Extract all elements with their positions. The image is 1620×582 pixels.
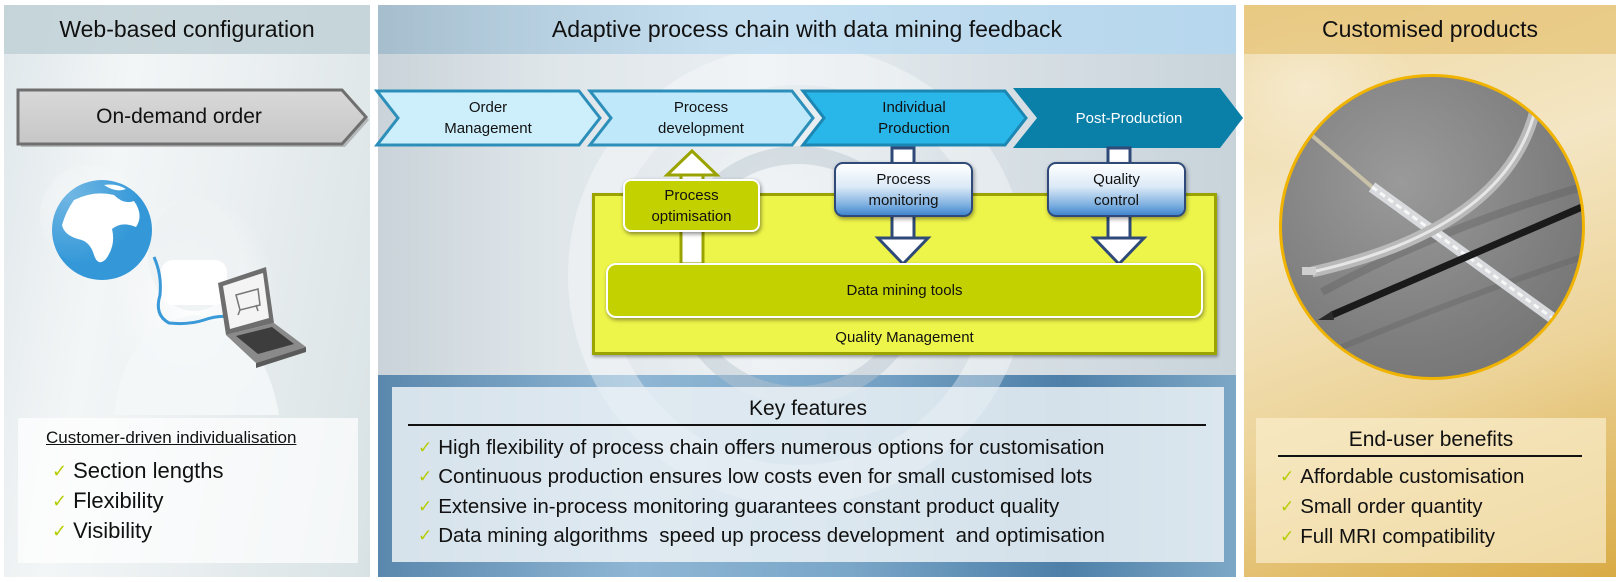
box-line1: Quality [1093, 170, 1140, 188]
box-line2: optimisation [651, 207, 732, 225]
list-item-text: Affordable customisation [1300, 465, 1525, 488]
web-config-title: Web-based configuration [4, 5, 370, 54]
key-features-list: ✓High flexibility of process chain offer… [418, 433, 1105, 551]
step-post-production: Post-Production [1013, 88, 1245, 148]
box-line1: Process [876, 170, 931, 188]
catheter-needle-image [1300, 100, 1582, 350]
key-features-title: Key features [749, 397, 867, 420]
title-underline [1278, 455, 1582, 457]
list-item-text: Small order quantity [1300, 495, 1483, 518]
list-item-text: Flexibility [73, 488, 164, 513]
process-monitoring-box: Process monitoring [834, 162, 973, 217]
process-chain-title: Adaptive process chain with data mining … [378, 5, 1236, 54]
chevron-shape [374, 89, 602, 147]
check-icon: ✓ [52, 460, 68, 481]
list-item: ✓Data mining algorithms speed up process… [418, 522, 1105, 552]
on-demand-order-arrow: On-demand order [14, 86, 374, 148]
box-line2: control [1093, 191, 1140, 209]
list-item: ✓High flexibility of process chain offer… [418, 433, 1105, 463]
step-line1: Process [673, 99, 729, 116]
list-item: ✓Continuous production ensures low costs… [418, 463, 1105, 493]
check-icon: ✓ [418, 467, 433, 487]
check-icon: ✓ [1280, 497, 1295, 516]
check-icon: ✓ [1280, 467, 1295, 486]
step-line1: Individual [882, 99, 946, 116]
step-line1: Post-Production [1075, 109, 1183, 127]
step-line2: Production [878, 120, 950, 137]
list-item-text: Continuous production ensures low costs … [438, 465, 1093, 489]
check-icon: ✓ [418, 526, 433, 546]
list-item: ✓ Small order quantity [1280, 492, 1524, 522]
chevron-shape [587, 89, 815, 147]
step-process-development: Process development [587, 88, 817, 148]
list-item-text: Visibility [73, 518, 153, 543]
step-line2: Management [444, 120, 532, 137]
check-icon: ✓ [418, 496, 433, 516]
key-features-box: Key features ✓High flexibility of proces… [392, 387, 1224, 562]
benefits-list: ✓ Affordable customisation ✓ Small order q… [1280, 462, 1524, 552]
individualisation-list: ✓Section lengths ✓Flexibility ✓Visibilit… [52, 456, 224, 546]
list-item: ✓Extensive in-process monitoring guarant… [418, 492, 1105, 522]
web-order-illustration [40, 165, 306, 415]
customised-products-title: Customised products [1244, 5, 1616, 54]
box-line2: monitoring [868, 191, 939, 209]
step-label: Post-Production [1037, 88, 1221, 148]
end-user-benefits-title: End-user benefits [1348, 428, 1514, 451]
title-underline [408, 424, 1206, 426]
list-item: ✓Section lengths [52, 456, 224, 486]
black-needle [1330, 203, 1582, 319]
step-line1: Order [468, 99, 508, 116]
list-item: ✓ Affordable customisation [1280, 462, 1524, 492]
chevron-shape [1013, 88, 1243, 148]
check-icon: ✓ [418, 437, 433, 457]
quality-management-label: Quality Management [835, 329, 974, 346]
globe-icon [40, 165, 152, 280]
check-icon: ✓ [52, 520, 68, 541]
step-label: Process development [611, 88, 791, 148]
list-item: ✓Visibility [52, 516, 224, 546]
step-line2: development [658, 120, 744, 137]
list-item: ✓ Full MRI compatibility [1280, 522, 1524, 552]
quality-control-box: Quality control [1047, 162, 1186, 217]
list-item-text: Data mining algorithms speed up process … [438, 524, 1105, 548]
guide-wire [1300, 125, 1374, 189]
network-cable [152, 256, 230, 326]
list-item-text: Section lengths [73, 458, 224, 483]
face-mask-silhouette [161, 260, 227, 305]
list-item-text: High flexibility of process chain offers… [438, 435, 1105, 459]
end-user-benefits-box: End-user benefits ✓ Affordable customisat… [1256, 418, 1606, 563]
list-item: ✓Flexibility [52, 486, 224, 516]
list-item-text: Extensive in-process monitoring guarante… [438, 494, 1060, 518]
list-item-text: Full MRI compatibility [1300, 525, 1496, 548]
customer-individualisation-box: Customer-driven individualisation ✓Secti… [18, 418, 358, 563]
check-icon: ✓ [52, 490, 68, 511]
customer-individualisation-title: Customer-driven individualisation [46, 428, 297, 447]
check-icon: ✓ [1280, 527, 1295, 546]
data-mining-tools-box: Data mining tools [606, 263, 1203, 318]
laptop-cart-icon [218, 267, 306, 368]
product-photo-circle [1279, 74, 1585, 380]
on-demand-order-label: On-demand order [96, 105, 262, 128]
chevron-shape [800, 89, 1028, 147]
process-optimisation-box: Process optimisation [623, 179, 760, 232]
box-line1: Process [664, 186, 719, 204]
